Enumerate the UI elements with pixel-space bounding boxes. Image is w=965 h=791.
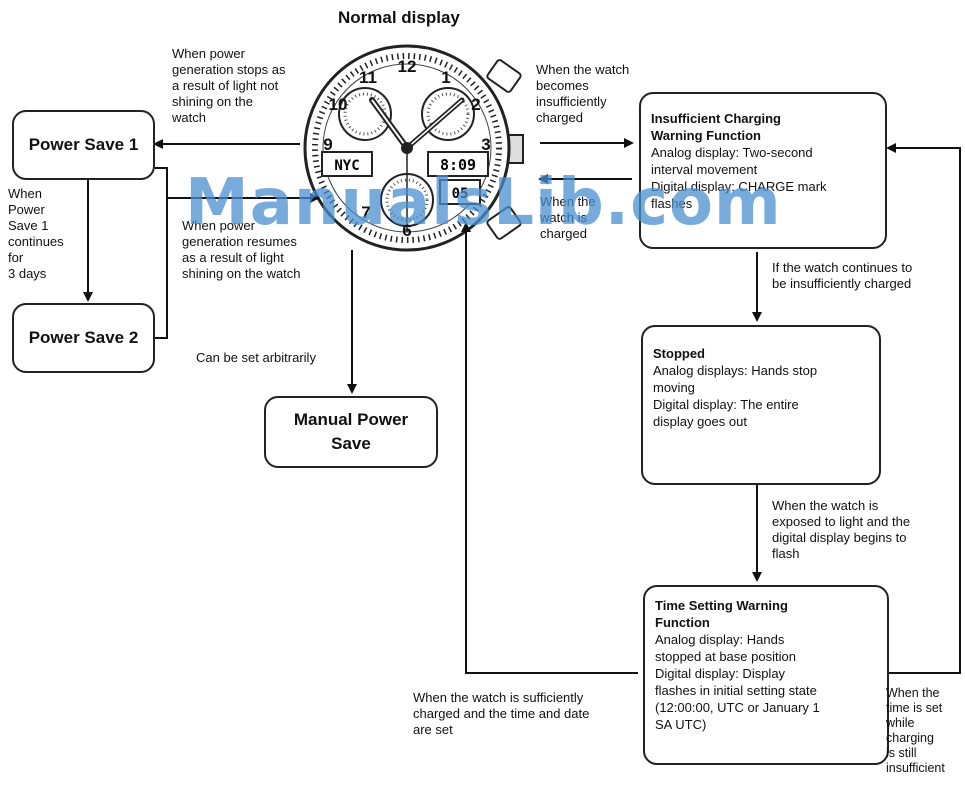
diagram-title: Normal display <box>338 8 460 27</box>
node-title: Insufficient Charging <box>651 111 781 126</box>
bracket-power-save-return <box>155 167 168 339</box>
watch-numeral: 11 <box>359 68 377 87</box>
node-line: flashes in initial setting state <box>655 683 817 698</box>
label-arbitrary: Can be set arbitrarily <box>196 350 316 365</box>
watermark-logo: ManualsLib.com <box>185 166 782 240</box>
watch-numeral: 7 <box>361 203 370 222</box>
node-time-setting-warning: Time Setting Warning Function Analog dis… <box>643 585 889 765</box>
watch-minute-track <box>312 53 502 243</box>
watch-pusher-top <box>486 59 522 93</box>
node-line: Digital display: Display <box>655 666 786 681</box>
label-continues-insufficient: If the watch continues to be insufficien… <box>772 260 913 291</box>
watch-time-text: 8:09 <box>440 156 476 174</box>
node-power-save-1-label: Power Save 1 <box>28 135 139 154</box>
watch-numeral: 2 <box>471 95 480 114</box>
watch-numeral: 9 <box>323 135 332 154</box>
watch-subdial-left <box>338 87 392 141</box>
node-manual-power-save-label: Manual Power <box>293 410 409 429</box>
label-power-stops: When power generation stops as a result … <box>172 46 286 125</box>
watch-city-window <box>321 151 373 177</box>
node-line: SA UTC) <box>655 717 707 732</box>
node-line: Analog display: Hands <box>655 632 785 647</box>
watch-seconds-window <box>439 179 481 205</box>
watch-illustration: 12 11 10 9 7 6 3 1 2 NYC 8:09 05 <box>303 44 524 252</box>
node-manual-power-save-label: Save <box>331 434 371 453</box>
node-line: interval movement <box>651 162 758 177</box>
node-line: stopped at base position <box>655 649 796 664</box>
arrow-time-setting-to-watch <box>461 222 638 674</box>
watch-pusher-bottom <box>486 206 522 240</box>
label-sufficiently-charged: When the watch is sufficiently charged a… <box>413 690 590 737</box>
node-line: (12:00:00, UTC or January 1 <box>655 700 820 715</box>
node-insufficient-charging-warning: Insufficient Charging Warning Function A… <box>639 92 887 249</box>
arrow-time-setting-to-insufficient <box>886 143 961 674</box>
node-line: Digital display: CHARGE mark <box>651 179 827 194</box>
node-title: Stopped <box>653 346 705 361</box>
node-title: Function <box>655 615 710 630</box>
node-title: Warning Function <box>651 128 761 143</box>
node-line: Digital display: The entire <box>653 397 799 412</box>
node-line: Analog displays: Hands stop <box>653 363 818 378</box>
watch-numeral: 3 <box>481 135 490 154</box>
node-power-save-1: Power Save 1 <box>12 110 155 180</box>
label-power-resumes: When power generation resumes as a resul… <box>182 218 301 281</box>
watch-city-text: NYC <box>334 158 359 174</box>
watch-numeral: 12 <box>398 57 417 76</box>
node-line: Analog display: Two-second <box>651 145 813 160</box>
node-stopped: Stopped Analog displays: Hands stop movi… <box>641 325 881 485</box>
watch-numeral: 1 <box>441 68 450 87</box>
node-power-save-2: Power Save 2 <box>12 303 155 373</box>
label-becomes-insufficient: When the watch becomes insufficiently ch… <box>536 62 630 125</box>
label-continues-3-days: When Power Save 1 continues for 3 days <box>8 186 64 281</box>
watch-time-window <box>427 151 489 177</box>
node-line: display goes out <box>653 414 747 429</box>
node-power-save-2-label: Power Save 2 <box>28 328 139 347</box>
node-title: Time Setting Warning <box>655 598 788 613</box>
node-manual-power-save: Manual Power Save <box>264 396 438 468</box>
label-time-set-insufficient: When the time is set while charging is s… <box>886 686 945 775</box>
node-line: moving <box>653 380 695 395</box>
label-is-charged: When the watch is charged <box>540 194 596 241</box>
node-line: flashes <box>651 196 693 211</box>
watch-numeral: 10 <box>329 95 348 114</box>
watch-numeral: 6 <box>402 221 411 240</box>
watch-seconds-text: 05 <box>452 186 469 202</box>
label-exposed-to-light: When the watch is exposed to light and t… <box>772 498 911 561</box>
